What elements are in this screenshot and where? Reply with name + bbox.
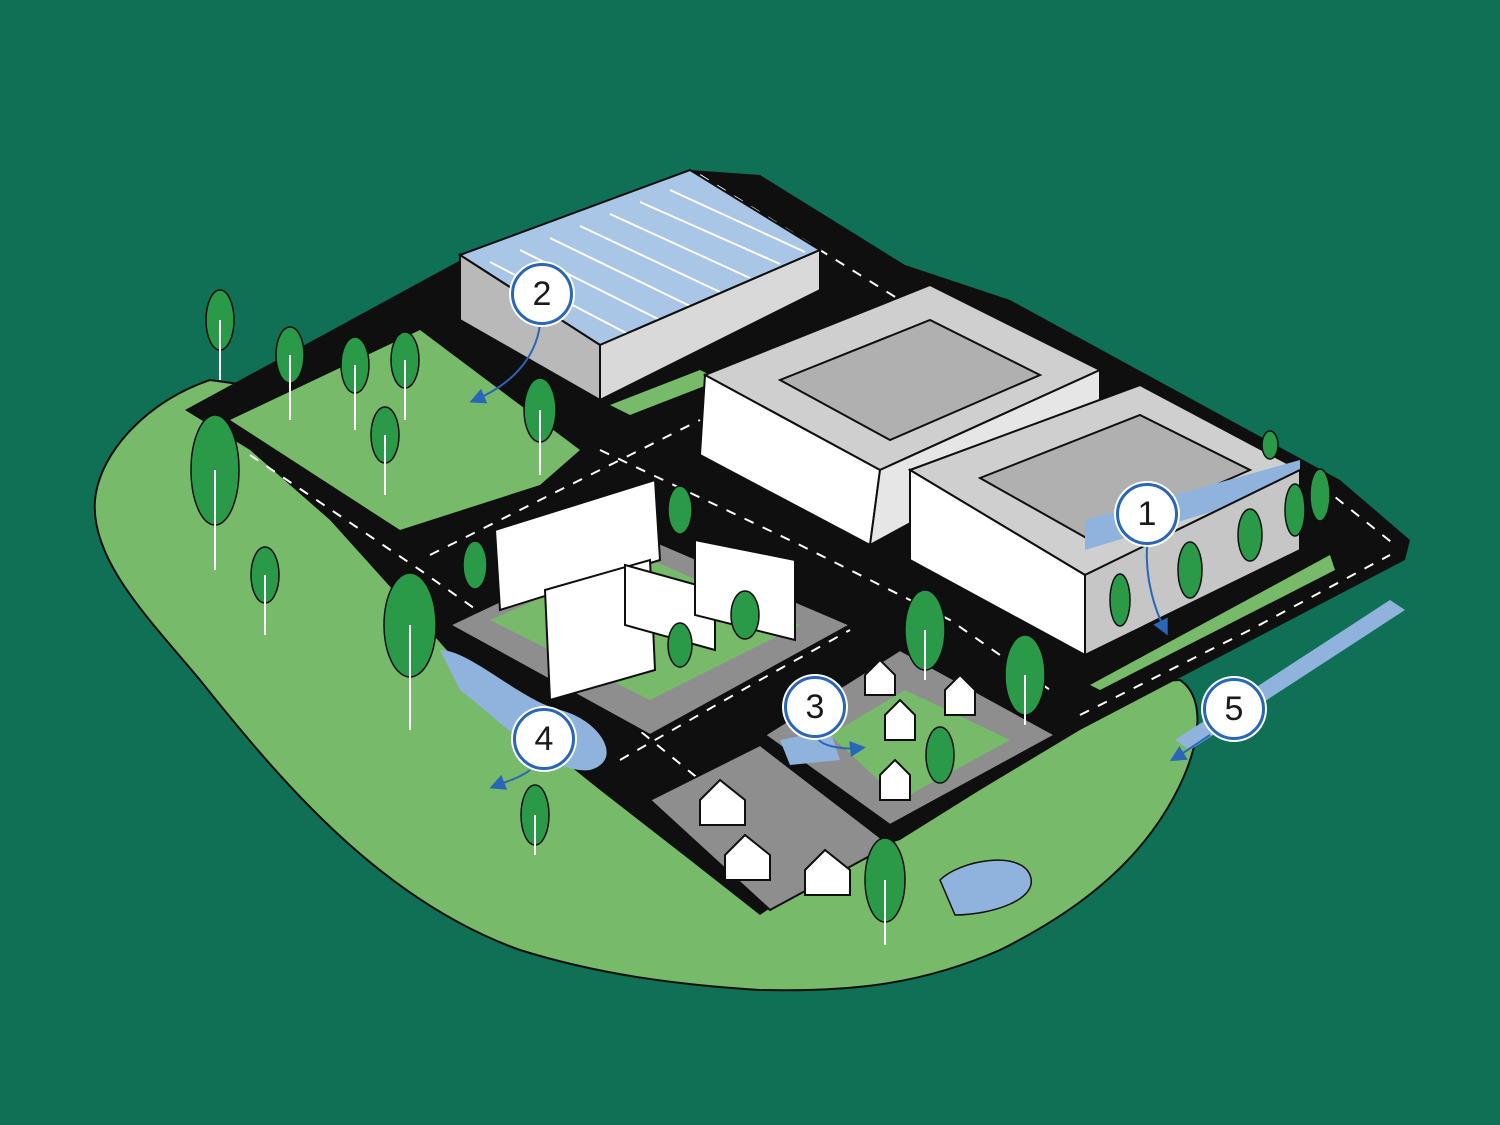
small-pond — [780, 730, 840, 765]
tree-trunks — [214, 320, 1026, 945]
pond-bottom — [939, 859, 1033, 916]
callout-label: 5 — [1224, 689, 1244, 728]
callout-3: 3 — [784, 676, 846, 738]
houses — [864, 658, 976, 801]
callout-1: 1 — [1116, 483, 1178, 545]
houses-block-grass — [830, 690, 1010, 800]
leader-4 — [489, 769, 531, 790]
apartment-buildings — [493, 478, 796, 702]
leader-5 — [1169, 734, 1211, 762]
leader-2 — [469, 324, 541, 404]
leader-1 — [1145, 544, 1168, 636]
callout-5: 5 — [1203, 678, 1265, 740]
park-block — [230, 330, 580, 530]
callout-label: 4 — [534, 719, 554, 758]
callout-4: 4 — [513, 708, 575, 770]
road-network — [185, 170, 1410, 915]
callout-label: 2 — [532, 274, 552, 313]
callout-leaders — [469, 324, 1211, 790]
callout-2: 2 — [511, 263, 573, 325]
grass-strip — [610, 370, 720, 415]
grass-strip-right — [1090, 555, 1335, 690]
bottom-houses — [699, 778, 851, 896]
callout-label: 3 — [805, 687, 825, 726]
leader-3 — [817, 737, 866, 757]
callout-label: 1 — [1137, 494, 1157, 533]
